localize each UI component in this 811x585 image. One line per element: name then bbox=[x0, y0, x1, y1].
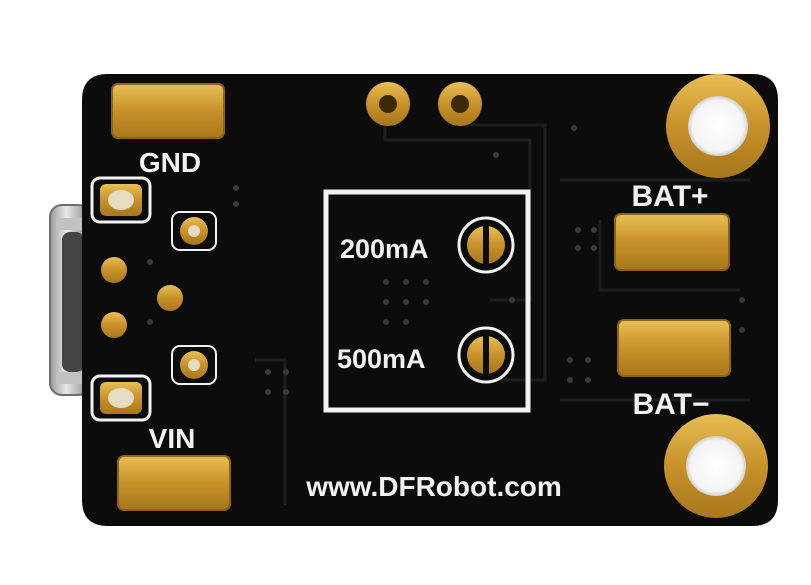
bat-minus-label: BAT− bbox=[633, 388, 710, 421]
vin-label: VIN bbox=[149, 423, 196, 454]
website-label: www.DFRobot.com bbox=[305, 471, 562, 502]
small-pads bbox=[101, 211, 217, 385]
solder-jumper-200 bbox=[457, 216, 515, 274]
current-500-label: 500mA bbox=[337, 344, 426, 374]
solder-jumper-500 bbox=[457, 326, 515, 384]
current-select-box bbox=[323, 189, 531, 413]
header-pads bbox=[366, 82, 482, 126]
pcb-vias bbox=[147, 125, 745, 395]
bat-minus-pad bbox=[617, 319, 731, 377]
led-top bbox=[90, 176, 152, 224]
usb-c-connector bbox=[49, 204, 91, 396]
gnd-pad bbox=[111, 83, 225, 139]
gnd-label: GND bbox=[139, 147, 201, 178]
bat-plus-pad bbox=[614, 213, 730, 271]
mounting-hole-bottom bbox=[664, 414, 768, 518]
vin-pad bbox=[117, 455, 231, 511]
current-200-label: 200mA bbox=[340, 234, 429, 264]
mounting-hole-top bbox=[666, 74, 770, 178]
led-bottom bbox=[90, 374, 152, 422]
bat-plus-label: BAT+ bbox=[632, 180, 709, 213]
